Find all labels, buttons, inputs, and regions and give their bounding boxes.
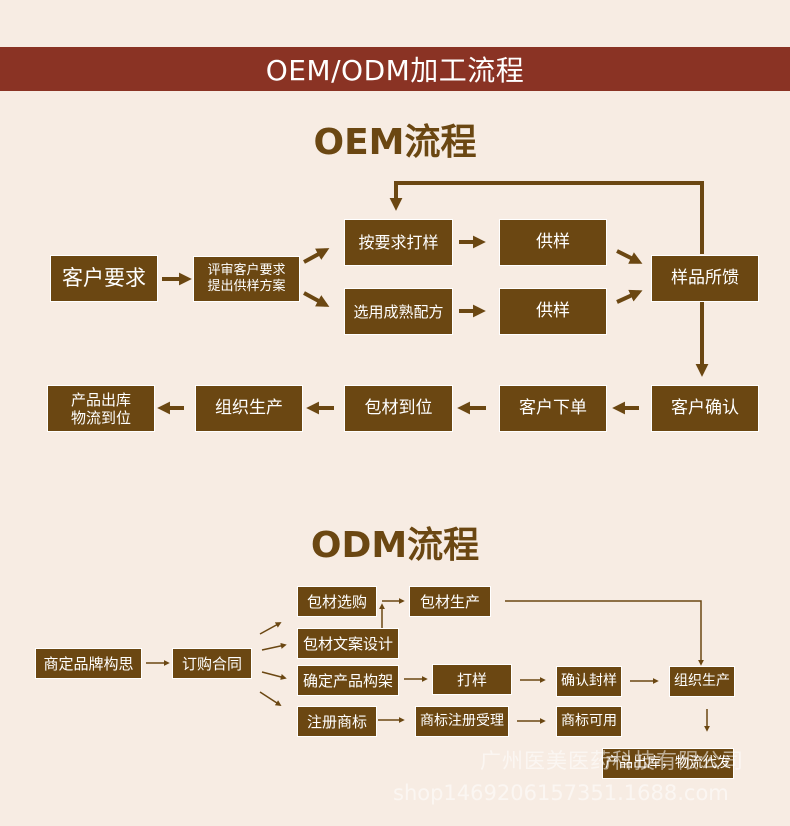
odm-step-warehouse-shipping: 产品出库，物流代发 [602, 748, 734, 779]
odm-step-sampling: 打样 [432, 664, 512, 695]
oem-step-customer-order: 客户下单 [499, 385, 607, 432]
oem-step-supply-sample-2: 供样 [499, 288, 607, 335]
oem-arrow-review-formula [303, 291, 330, 307]
odm-step-trademark-usable: 商标可用 [556, 706, 622, 737]
oem-title: OEM流程 [313, 122, 477, 163]
oem-step-sample-feedback: 样品所馈 [651, 255, 759, 302]
oem-step-packaging-ready: 包材到位 [344, 385, 453, 432]
odm-step-organize-production: 组织生产 [669, 666, 735, 697]
oem-step-customer-request: 客户要求 [50, 255, 158, 302]
watermark-company: 广州医美医药科技有限公司 [480, 749, 744, 773]
oem-arrow-review-sample [303, 248, 330, 264]
odm-step-packaging-purchase: 包材选购 [297, 586, 377, 617]
oem-arrow-supply1-feedback [616, 249, 643, 264]
odm-step-product-structure: 确定产品构架 [297, 665, 399, 696]
odm-arrow-contract-purchase [259, 622, 282, 635]
oem-step-sample-by-request: 按要求打样 [344, 219, 453, 266]
odm-step-confirm-seal: 确认封样 [556, 666, 622, 697]
odm-arrow-contract-design [261, 642, 287, 651]
watermark-shop-url: shop1469206157351.1688.com [393, 781, 729, 805]
oem-step-review: 评审客户要求 提出供样方案 [193, 256, 300, 302]
odm-arrow-contract-register [259, 691, 282, 706]
odm-step-packaging-design: 包材文案设计 [297, 628, 399, 659]
odm-step-packaging-production: 包材生产 [409, 586, 491, 617]
oem-step-organize-production: 组织生产 [195, 385, 303, 432]
odm-arrow-packaging-production [505, 600, 704, 666]
oem-step-warehouse-logistics: 产品出库 物流到位 [47, 385, 155, 432]
odm-step-trademark-register: 注册商标 [297, 706, 377, 737]
banner-title: OEM/ODM加工流程 [265, 54, 525, 87]
odm-step-contract: 订购合同 [172, 648, 252, 679]
odm-step-brand-concept: 商定品牌构思 [35, 648, 142, 679]
oem-arrow-supply2-feedback [616, 289, 643, 304]
oem-step-customer-confirm: 客户确认 [651, 385, 759, 432]
oem-step-supply-sample-1: 供样 [499, 219, 607, 266]
odm-step-trademark-accepted: 商标注册受理 [415, 706, 509, 737]
odm-arrow-contract-structure [261, 671, 287, 680]
header-banner: OEM/ODM加工流程 [0, 47, 790, 91]
odm-title: ODM流程 [310, 525, 480, 566]
oem-step-mature-formula: 选用成熟配方 [344, 288, 453, 335]
